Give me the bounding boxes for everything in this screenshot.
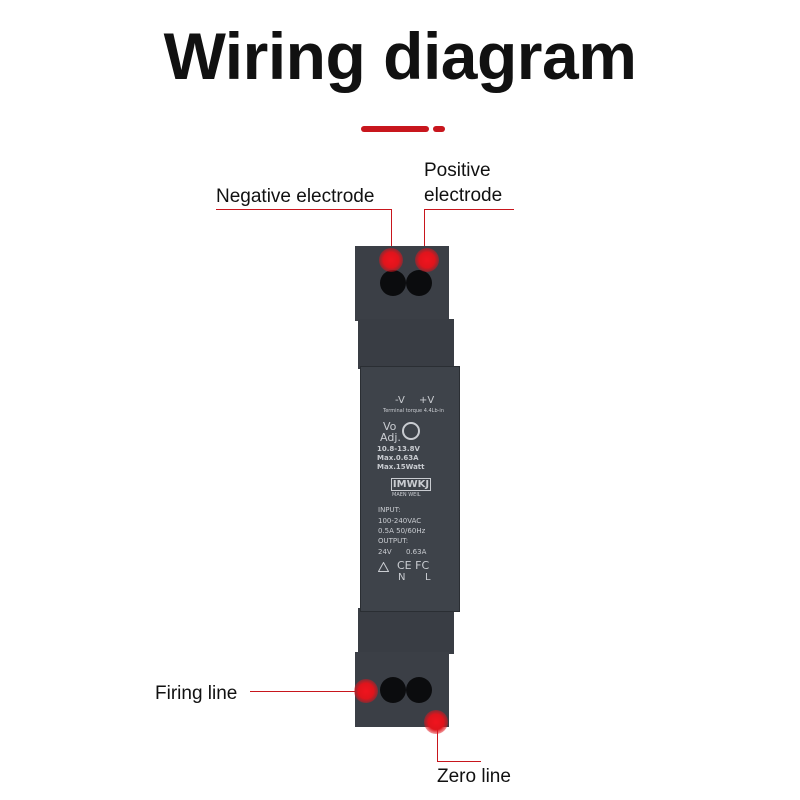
output-current: 0.63A (406, 548, 427, 556)
callout-zero-v (437, 724, 438, 761)
input-voltage: 100-240VAC (378, 517, 422, 525)
callout-firing-h (250, 691, 366, 692)
label-positive-line2: electrode (424, 185, 503, 206)
max-current: Max.0.63A (377, 454, 419, 462)
screw-top-right (406, 270, 432, 296)
label-zero-line: Zero line (437, 766, 511, 787)
positive-terminal-marker (415, 248, 439, 272)
negative-terminal-marker (379, 248, 403, 272)
terminal-torque-note: Terminal torque 4.4Lb-in (383, 408, 444, 414)
device-front-panel: -V +V Terminal torque 4.4Lb-in Vo Adj. 1… (360, 366, 460, 612)
screw-bottom-right (406, 677, 432, 703)
screw-bottom-left (380, 677, 406, 703)
title-accent-short (433, 126, 445, 132)
input-current: 0.5A 50/60Hz (378, 527, 426, 535)
out-neg-label: -V (395, 395, 405, 406)
page-title: Wiring diagram (163, 19, 637, 93)
max-power: Max.15Watt (377, 463, 425, 471)
callout-negative-h (216, 209, 392, 210)
label-positive-electrode: Positive electrode (424, 158, 544, 208)
lower-body (358, 608, 454, 654)
label-positive-line1: Positive (424, 160, 491, 181)
firing-terminal-marker (354, 679, 378, 703)
terminal-l-label: L (425, 572, 431, 583)
voltage-range: 10.8-13.8V (377, 445, 420, 453)
adj-label: Adj. (380, 431, 401, 444)
terminal-n-label: N (398, 572, 406, 583)
vo-label: Vo (383, 420, 397, 433)
label-firing-line: Firing line (155, 683, 238, 704)
label-negative-electrode: Negative electrode (216, 186, 375, 207)
output-voltage: 24V (378, 548, 392, 556)
brand-logo: IMWKJ (391, 478, 431, 491)
brand-sub: MAEN WEIL (392, 492, 421, 498)
zero-terminal-marker (424, 710, 448, 734)
screw-top-left (380, 270, 406, 296)
input-label: INPUT: (378, 506, 401, 514)
title-accent-long (361, 126, 429, 132)
cert-marks: CE FC (397, 559, 430, 572)
output-label: OUTPUT: (378, 537, 409, 545)
adjust-knob-icon (402, 422, 420, 440)
out-pos-label: +V (419, 395, 435, 406)
upper-body (358, 319, 454, 369)
callout-negative-v (391, 209, 392, 260)
callout-positive-v (424, 209, 425, 260)
warning-triangle-icon (378, 562, 389, 572)
callout-positive-h (424, 209, 514, 210)
callout-zero-h (437, 761, 481, 762)
